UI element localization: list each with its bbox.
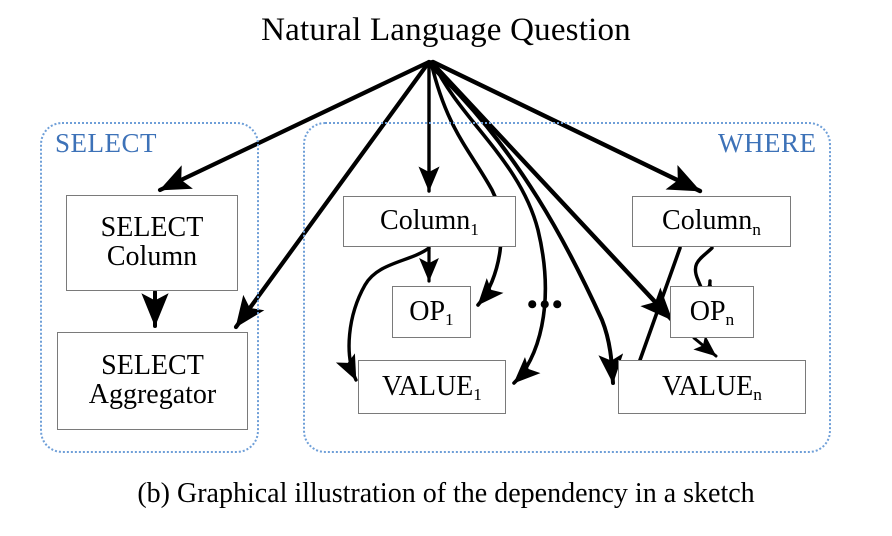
node-op-n[interactable]: OPn [670, 286, 754, 338]
node-column-1-text: Column1 [380, 205, 479, 239]
group-container-select [40, 122, 259, 453]
node-select-aggregator-line1: SELECT [101, 350, 204, 382]
ellipsis-between-clauses: ••• [527, 288, 565, 321]
node-column-1[interactable]: Column1 [343, 196, 516, 247]
node-op-n-text: OPn [689, 295, 735, 330]
node-value-1-base: VALUE [382, 370, 474, 402]
node-value-1-subscript: 1 [473, 385, 482, 405]
node-select-column-line2: Column [106, 241, 198, 272]
node-select-aggregator-line2: Aggregator [88, 379, 217, 410]
node-op-1[interactable]: OP1 [392, 286, 471, 338]
group-label-select: SELECT [55, 128, 157, 158]
node-value-1[interactable]: VALUE1 [358, 360, 506, 414]
node-value-n-base: VALUE [662, 370, 754, 402]
group-container-where [303, 122, 831, 453]
node-column-1-subscript: 1 [470, 219, 479, 239]
figure-caption: (b) Graphical illustration of the depend… [137, 478, 755, 509]
node-value-1-text: VALUE1 [382, 370, 482, 405]
node-column-n-base: Column [662, 205, 753, 237]
node-select-column-line1: SELECT [100, 212, 204, 244]
node-column-1-base: Column [380, 205, 471, 237]
group-label-where: WHERE [718, 128, 817, 158]
node-column-n-text: Columnn [662, 205, 761, 239]
node-value-n-text: VALUEn [662, 370, 762, 405]
page-title: Natural Language Question [261, 12, 631, 48]
node-op-n-subscript: n [725, 310, 735, 330]
node-value-n[interactable]: VALUEn [618, 360, 806, 414]
node-value-n-subscript: n [753, 385, 762, 405]
node-column-n[interactable]: Columnn [632, 196, 791, 247]
node-select-aggregator[interactable]: SELECT Aggregator [57, 332, 248, 430]
node-op-n-base: OP [689, 295, 726, 327]
node-op-1-base: OP [409, 295, 446, 327]
node-op-1-subscript: 1 [445, 310, 454, 330]
node-op-1-text: OP1 [409, 295, 454, 330]
node-column-n-subscript: n [752, 219, 761, 239]
node-select-column[interactable]: SELECT Column [66, 195, 238, 291]
